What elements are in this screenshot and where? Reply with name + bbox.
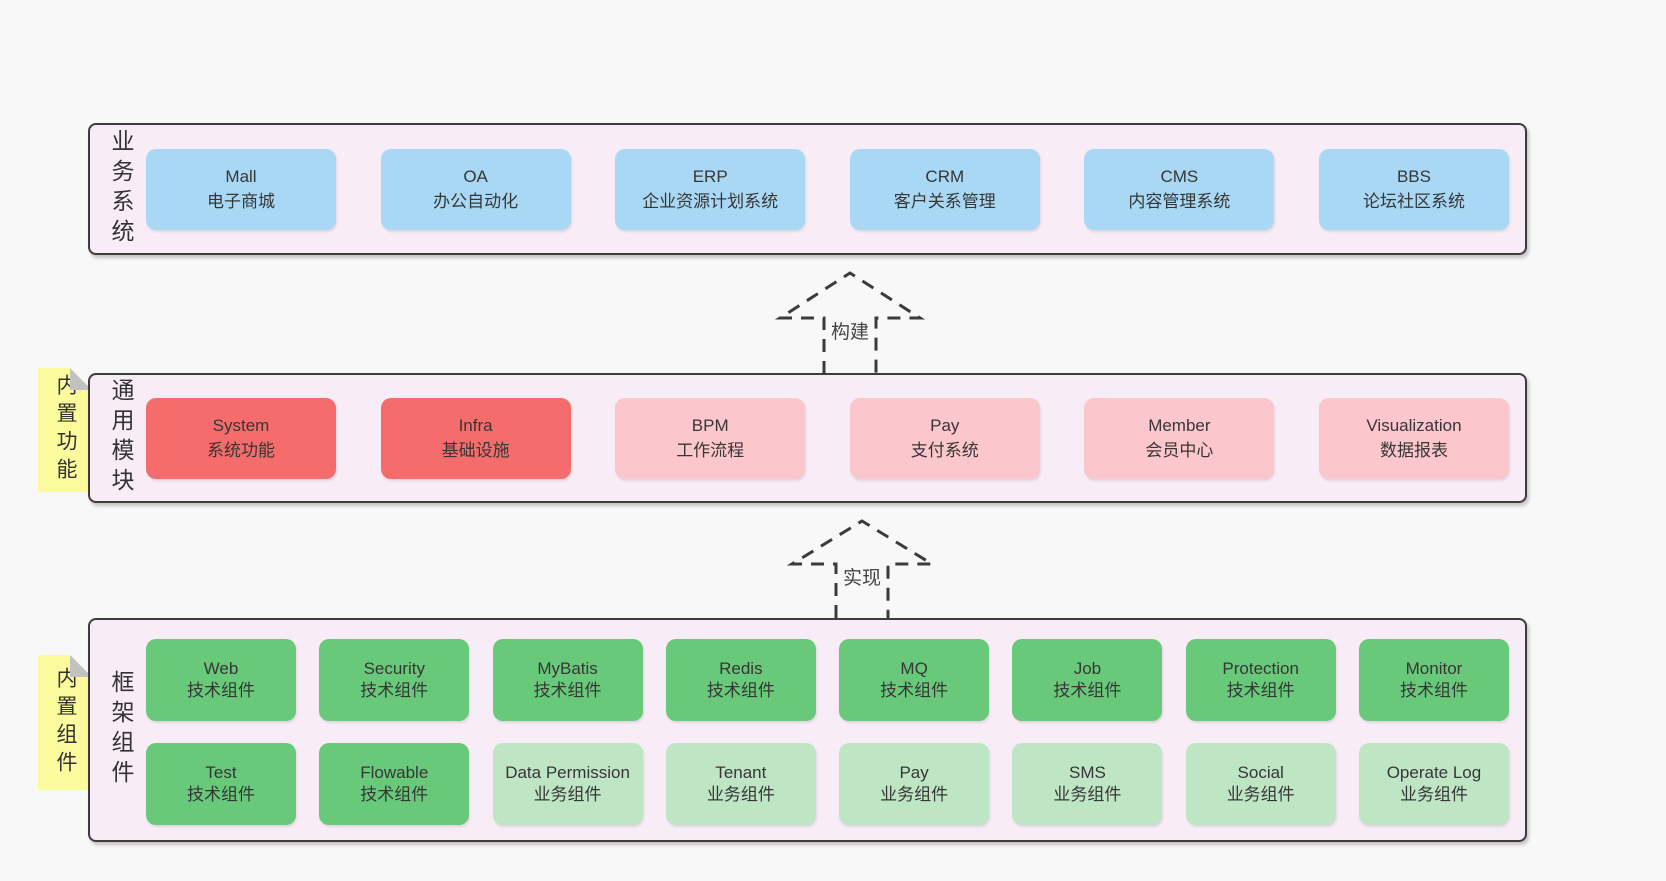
box-subtitle: 业务组件 xyxy=(1226,785,1295,804)
box-title: ERP xyxy=(692,167,728,187)
box-mq: MQ 技术组件 xyxy=(839,639,990,721)
box-subtitle: 内容管理系统 xyxy=(1128,191,1231,211)
box-title: Mall xyxy=(225,167,257,187)
box-title: Protection xyxy=(1222,658,1299,678)
box-subtitle: 基础设施 xyxy=(441,440,510,460)
box-subtitle: 系统功能 xyxy=(207,440,275,460)
box-title: Member xyxy=(1148,416,1211,436)
box-mybatis: MyBatis 技术组件 xyxy=(492,639,643,721)
box-test: Test 技术组件 xyxy=(146,743,296,825)
built-in-components-note: 内置组件 xyxy=(38,655,92,790)
box-visualization: Visualization 数据报表 xyxy=(1318,398,1509,479)
build-arrow-label: 构建 xyxy=(831,321,869,343)
box-security: Security 技术组件 xyxy=(319,639,470,721)
modules-panel-side-label: 通用模块 xyxy=(108,378,134,498)
framework-components-panel: 框架组件 Web 技术组件 Security 技术组件 MyBatis 技术组件… xyxy=(88,618,1527,842)
business-box-row: Mall 电子商城 OA 办公自动化 ERP 企业资源计划系统 CRM 客户关系… xyxy=(146,149,1509,230)
box-subtitle: 支付系统 xyxy=(910,440,979,460)
box-title: BPM xyxy=(691,416,729,436)
box-operate-log: Operate Log 业务组件 xyxy=(1358,743,1509,825)
business-panel-side-label: 业务系统 xyxy=(108,129,134,249)
box-subtitle: 客户关系管理 xyxy=(893,191,996,211)
box-subtitle: 业务组件 xyxy=(880,785,949,804)
box-subtitle: 会员中心 xyxy=(1145,440,1214,460)
box-subtitle: 技术组件 xyxy=(1399,681,1468,700)
box-title: CRM xyxy=(925,167,965,187)
box-crm: CRM 客户关系管理 xyxy=(849,149,1040,230)
box-subtitle: 论坛社区系统 xyxy=(1362,191,1465,211)
box-member: Member 会员中心 xyxy=(1084,398,1275,479)
box-title: SMS xyxy=(1068,762,1106,782)
box-subtitle: 数据报表 xyxy=(1379,440,1448,460)
box-title: Security xyxy=(363,658,425,678)
box-bbs: BBS 论坛社区系统 xyxy=(1318,149,1509,230)
box-title: Data Permission xyxy=(505,762,630,782)
box-subtitle: 业务组件 xyxy=(533,785,602,804)
box-infra: Infra 基础设施 xyxy=(380,398,571,479)
box-subtitle: 技术组件 xyxy=(360,785,429,804)
box-title: Flowable xyxy=(360,762,429,782)
box-oa: OA 办公自动化 xyxy=(380,149,571,230)
box-subtitle: 技术组件 xyxy=(533,681,602,700)
box-title: MyBatis xyxy=(537,658,598,678)
business-systems-panel: 业务系统 Mall 电子商城 OA 办公自动化 ERP 企业资源计划系统 CRM… xyxy=(88,123,1527,255)
box-system: System 系统功能 xyxy=(146,398,336,479)
box-subtitle: 技术组件 xyxy=(706,681,775,700)
box-web: Web 技术组件 xyxy=(146,639,296,721)
box-pay-component: Pay 业务组件 xyxy=(839,743,990,825)
box-erp: ERP 企业资源计划系统 xyxy=(615,149,806,230)
box-title: Web xyxy=(203,658,239,678)
box-mall: Mall 电子商城 xyxy=(146,149,336,230)
box-title: MQ xyxy=(900,658,928,678)
box-subtitle: 技术组件 xyxy=(1226,681,1295,700)
box-title: OA xyxy=(463,167,488,187)
box-bpm: BPM 工作流程 xyxy=(615,398,806,479)
box-title: Job xyxy=(1073,658,1102,678)
box-subtitle: 办公自动化 xyxy=(433,191,519,211)
box-title: Tenant xyxy=(715,762,767,782)
implement-arrow-icon: 实现 xyxy=(787,519,937,618)
box-title: Pay xyxy=(899,762,929,782)
box-title: Visualization xyxy=(1366,416,1462,436)
box-title: Operate Log xyxy=(1386,762,1482,782)
box-subtitle: 企业资源计划系统 xyxy=(642,191,779,211)
box-title: Pay xyxy=(930,416,960,436)
box-subtitle: 技术组件 xyxy=(360,681,429,700)
box-subtitle: 技术组件 xyxy=(1053,681,1122,700)
box-title: Monitor xyxy=(1405,658,1463,678)
box-monitor: Monitor 技术组件 xyxy=(1358,639,1509,721)
box-title: Redis xyxy=(719,658,763,678)
box-subtitle: 工作流程 xyxy=(676,440,745,460)
components-box-row-1: Web 技术组件 Security 技术组件 MyBatis 技术组件 Redi… xyxy=(146,639,1509,721)
box-subtitle: 技术组件 xyxy=(187,785,255,804)
box-redis: Redis 技术组件 xyxy=(665,639,816,721)
box-job: Job 技术组件 xyxy=(1012,639,1163,721)
implement-arrow-label: 实现 xyxy=(843,567,881,589)
box-cms: CMS 内容管理系统 xyxy=(1084,149,1275,230)
box-social: Social 业务组件 xyxy=(1185,743,1336,825)
box-subtitle: 业务组件 xyxy=(706,785,775,804)
box-flowable: Flowable 技术组件 xyxy=(319,743,470,825)
box-title: Social xyxy=(1237,762,1284,782)
box-subtitle: 技术组件 xyxy=(187,681,255,700)
box-tenant: Tenant 业务组件 xyxy=(665,743,816,825)
box-title: Test xyxy=(205,762,237,782)
box-subtitle: 业务组件 xyxy=(1053,785,1122,804)
box-pay-module: Pay 支付系统 xyxy=(849,398,1040,479)
box-title: System xyxy=(212,416,270,436)
box-subtitle: 电子商城 xyxy=(207,191,275,211)
common-modules-panel: 通用模块 System 系统功能 Infra 基础设施 BPM 工作流程 Pay… xyxy=(88,373,1527,503)
modules-box-row: System 系统功能 Infra 基础设施 BPM 工作流程 Pay 支付系统… xyxy=(146,398,1509,479)
box-title: CMS xyxy=(1160,167,1199,187)
box-title: Infra xyxy=(458,416,493,436)
box-subtitle: 业务组件 xyxy=(1399,785,1468,804)
box-data-permission: Data Permission 业务组件 xyxy=(492,743,643,825)
box-title: BBS xyxy=(1396,167,1431,187)
build-arrow-icon: 构建 xyxy=(775,271,925,374)
box-sms: SMS 业务组件 xyxy=(1012,743,1163,825)
box-protection: Protection 技术组件 xyxy=(1185,639,1336,721)
components-panel-side-label: 框架组件 xyxy=(108,670,134,790)
box-subtitle: 技术组件 xyxy=(880,681,949,700)
components-box-row-2: Test 技术组件 Flowable 技术组件 Data Permission … xyxy=(146,743,1509,825)
